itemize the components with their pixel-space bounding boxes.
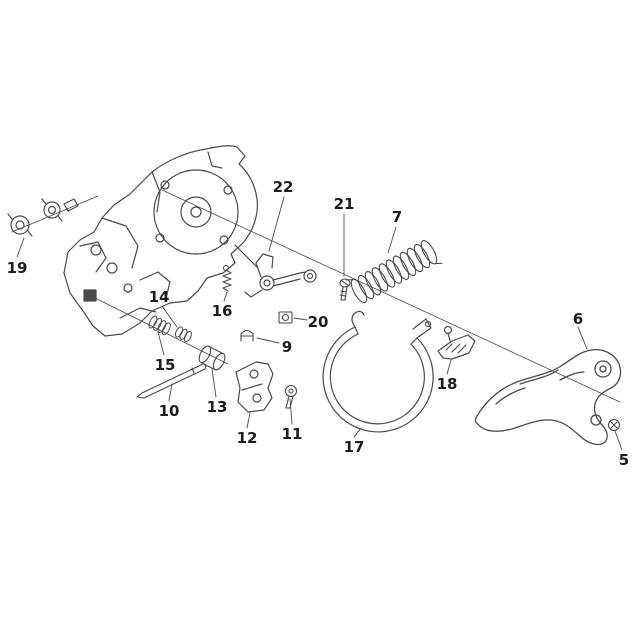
part-5-drawing (607, 418, 621, 432)
part-22-drawing (244, 253, 317, 298)
part-label-19: 19 (7, 259, 28, 277)
part-label-15: 15 (155, 356, 176, 374)
part-6-drawing (474, 348, 622, 446)
part-11-drawing (284, 384, 298, 409)
part-label-22: 22 (273, 178, 294, 196)
part-label-14: 14 (149, 288, 170, 306)
leader-lines (16, 196, 623, 451)
part-21-drawing (339, 278, 351, 301)
part-13-drawing (198, 345, 226, 371)
part-19-drawing (7, 198, 79, 237)
part-label-18: 18 (437, 375, 458, 393)
part-label-11: 11 (282, 425, 303, 443)
part-label-5: 5 (619, 451, 629, 469)
part-12-drawing (235, 361, 274, 413)
part-9-drawing (240, 329, 254, 342)
part-label-6: 6 (573, 310, 583, 328)
part-20-drawing (278, 311, 293, 324)
part-14-drawing (174, 326, 192, 343)
part-label-16: 16 (212, 302, 233, 320)
part-15-drawing (148, 315, 171, 336)
part-label-21: 21 (334, 195, 355, 213)
part-label-7: 7 (392, 208, 402, 226)
part-label-12: 12 (237, 429, 258, 447)
part-16-drawing (222, 264, 232, 292)
part-17-drawing (322, 310, 434, 433)
part-label-13: 13 (207, 398, 228, 416)
part-18-drawing (437, 325, 476, 360)
part-label-9: 9 (282, 338, 292, 356)
part-label-10: 10 (159, 402, 180, 420)
part-label-17: 17 (344, 438, 365, 456)
part-housing-drawing (63, 145, 259, 337)
assembly-axis-lines (11, 189, 621, 403)
part-10-drawing (136, 363, 207, 399)
part-7-drawing (345, 240, 443, 304)
part-label-20: 20 (308, 313, 329, 331)
